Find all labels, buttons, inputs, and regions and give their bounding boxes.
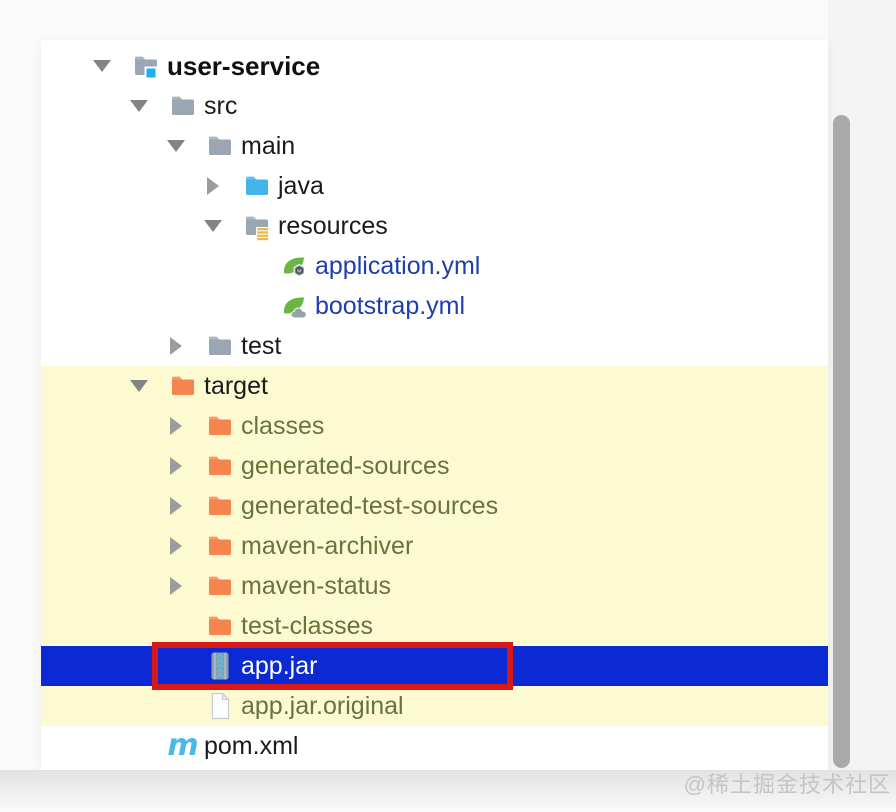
tree-item-label: application.yml [315, 251, 481, 280]
collapse-arrow-icon[interactable] [204, 206, 222, 246]
arrow-spacer [167, 686, 185, 726]
tree-row-user-service[interactable]: user-service [41, 46, 828, 86]
tree-row-generated-sources[interactable]: generated-sources [41, 446, 828, 486]
tree-row-test-classes[interactable]: test-classes [41, 606, 828, 646]
maven-file-icon: m [167, 728, 199, 763]
resources-folder-icon [244, 211, 270, 241]
tree-item-label: classes [241, 411, 325, 440]
arrow-spacer [241, 246, 259, 286]
tree-row-app-jar[interactable]: app.jar [41, 642, 828, 690]
tree-item-label: maven-archiver [241, 531, 414, 560]
collapse-arrow-icon[interactable] [130, 366, 148, 406]
tree-row-maven-status[interactable]: maven-status [41, 566, 828, 606]
expand-arrow-icon[interactable] [167, 446, 185, 486]
folder-icon [207, 331, 233, 361]
jar-archive-icon [207, 651, 233, 681]
tree-row-resources[interactable]: resources [41, 206, 828, 246]
vertical-scrollbar-thumb[interactable] [833, 115, 850, 768]
tree-item-label: generated-test-sources [241, 491, 499, 520]
tree-row-src[interactable]: src [41, 86, 828, 126]
expand-arrow-icon[interactable] [167, 566, 185, 606]
excluded-folder-icon [207, 411, 233, 441]
tree-row-application-yml[interactable]: application.yml [41, 246, 828, 286]
bottom-gradient [0, 770, 896, 812]
expand-arrow-icon[interactable] [167, 406, 185, 446]
excluded-folder-icon [207, 571, 233, 601]
tree-row-generated-test-sources[interactable]: generated-test-sources [41, 486, 828, 526]
tree-row-maven-archiver[interactable]: maven-archiver [41, 526, 828, 566]
tree-row-classes[interactable]: classes [41, 406, 828, 446]
spring-boot-config-icon [281, 251, 307, 281]
tree-item-label: pom.xml [204, 731, 299, 760]
tree-item-label: main [241, 131, 296, 160]
folder-icon [207, 131, 233, 161]
source-folder-icon [244, 171, 270, 201]
module-folder-icon [133, 51, 159, 81]
expand-arrow-icon[interactable] [167, 486, 185, 526]
arrow-spacer [167, 606, 185, 646]
tree-row-java[interactable]: java [41, 166, 828, 206]
expand-arrow-icon[interactable] [167, 326, 185, 366]
folder-icon [170, 91, 196, 121]
tree-item-label: generated-sources [241, 451, 450, 480]
collapse-arrow-icon[interactable] [130, 86, 148, 126]
tree-row-app-jar-original[interactable]: app.jar.original [41, 686, 828, 726]
watermark-text: @稀土掘金技术社区 [683, 772, 891, 797]
plain-file-icon [207, 691, 233, 721]
tree-item-label: src [204, 91, 238, 120]
arrow-spacer [241, 286, 259, 326]
excluded-folder-icon [207, 611, 233, 641]
tree-row-target[interactable]: target [41, 366, 828, 406]
tree-item-label: user-service [167, 50, 321, 81]
expand-arrow-icon[interactable] [204, 166, 222, 206]
tree-item-label: target [204, 371, 268, 400]
tree-row-bootstrap-yml[interactable]: bootstrap.yml [41, 286, 828, 326]
tree-item-label: java [278, 171, 324, 200]
excluded-folder-icon [207, 531, 233, 561]
excluded-folder-icon [207, 491, 233, 521]
tree-item-label: app.jar [241, 651, 318, 680]
excluded-folder-icon [207, 451, 233, 481]
excluded-folder-icon [170, 371, 196, 401]
spring-cloud-config-icon [281, 291, 307, 321]
arrow-spacer [167, 646, 185, 686]
tree-row-test[interactable]: test [41, 326, 828, 366]
tree-item-label: test-classes [241, 611, 373, 640]
expand-arrow-icon[interactable] [167, 526, 185, 566]
tree-item-label: resources [278, 211, 388, 240]
collapse-arrow-icon[interactable] [167, 126, 185, 166]
collapse-arrow-icon[interactable] [93, 46, 111, 86]
tree-item-label: test [241, 331, 282, 360]
tree-item-label: bootstrap.yml [315, 291, 466, 320]
tree-item-label: maven-status [241, 571, 392, 600]
tree-item-label: app.jar.original [241, 691, 404, 720]
tree-row-main[interactable]: main [41, 126, 828, 166]
arrow-spacer [130, 726, 148, 766]
